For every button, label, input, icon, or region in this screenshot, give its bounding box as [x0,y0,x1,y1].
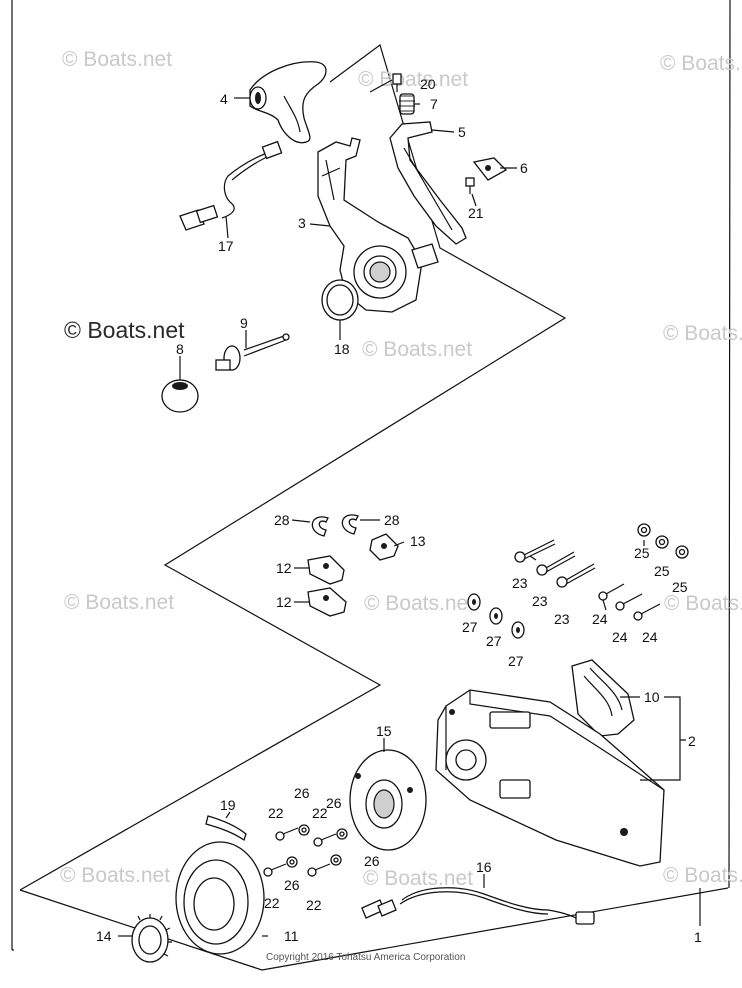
watermark-8: © Boats.net [364,592,474,615]
callout-28b: 28 [384,512,400,528]
callout-20: 20 [420,76,436,92]
callout-3: 3 [298,215,306,231]
part-18-o-ring [321,279,359,321]
callout-2: 2 [688,733,696,749]
callout-26c: 26 [364,853,380,869]
part-9-shaft [215,333,290,371]
part-11-cover [175,841,265,955]
watermark-5: © Boats.net [362,338,472,361]
watermark-3: © Boats.net [660,52,742,75]
callout-9: 9 [240,315,248,331]
callout-26d: 26 [284,877,300,893]
callout-1: 1 [694,929,702,945]
callout-7: 7 [430,96,438,112]
part-12-brackets [307,555,347,617]
callout-24c: 24 [642,629,658,645]
part-19-pad [205,815,247,842]
leader-lines [118,79,701,937]
part-22-screws [263,827,337,877]
part-15-plate [349,749,427,851]
callout-27c: 27 [508,653,524,669]
part-25-nuts [637,523,689,559]
part-7-spring [399,93,415,115]
callout-13: 13 [410,533,426,549]
callout-12b: 12 [276,594,292,610]
callout-16: 16 [476,859,492,875]
part-16-cable [361,887,595,925]
callout-27a: 27 [462,619,478,635]
callout-10: 10 [644,689,660,705]
callout-21: 21 [468,205,484,221]
part-28-clips [311,514,359,537]
callout-26a: 26 [294,785,310,801]
callout-24a: 24 [592,611,608,627]
part-4-handle-grip [249,61,327,144]
part-2-control-box [435,689,665,867]
callout-18: 18 [334,341,350,357]
callout-25a: 25 [634,545,650,561]
part-5-lever [389,121,467,245]
part-8-knob [161,379,199,413]
callout-14: 14 [96,928,112,944]
part-23-long-screws [514,539,596,588]
callout-5: 5 [458,124,466,140]
watermark-12: © Boats.net [663,864,742,887]
callout-22d: 22 [306,897,322,913]
callout-19: 19 [220,797,236,813]
callout-22b: 22 [312,805,328,821]
callout-8: 8 [176,341,184,357]
callout-4: 4 [220,91,228,107]
callout-23b: 23 [532,593,548,609]
callout-6: 6 [520,160,528,176]
callout-26b: 26 [326,795,342,811]
part-21-screw [465,177,475,194]
watermark-1: © Boats.net [62,48,172,71]
callout-24b: 24 [612,629,628,645]
callout-22a: 22 [268,805,284,821]
part-20-screw [392,73,402,92]
callout-23c: 23 [554,611,570,627]
watermark-10: © Boats.net [60,864,170,887]
watermark-4: © Boats.net [64,317,185,343]
part-13-cap [369,533,399,561]
callout-15: 15 [376,723,392,739]
watermark-11: © Boats.net [363,867,473,890]
frame-border [11,0,731,951]
copyright-text: Copyright 2016 Tohatsu America Corporati… [266,952,465,963]
callout-11: 11 [284,928,299,944]
part-6-clip [472,157,508,181]
watermark-2: © Boats.net [358,68,468,91]
part-24-short-screws [598,583,661,621]
part-17-wire-harness [179,140,283,231]
callout-17: 17 [218,238,234,254]
callout-numbers: 4 20 7 5 6 21 3 17 18 9 8 28 28 13 12 12… [96,76,702,945]
callout-22c: 22 [264,895,280,911]
callout-28a: 28 [274,512,290,528]
callout-25b: 25 [654,563,670,579]
watermark-6: © Boats.net [663,322,742,345]
callout-27b: 27 [486,633,502,649]
callout-25c: 25 [672,579,688,595]
callout-12a: 12 [276,560,292,576]
watermarks: © Boats.net © Boats.net © Boats.net © Bo… [60,48,742,890]
part-27-washers [467,593,525,639]
part-3-arm [317,137,439,313]
callout-23a: 23 [512,575,528,591]
part-14-gear-ring [131,914,172,963]
part-26-nuts [286,824,348,868]
watermark-7: © Boats.net [64,591,174,614]
watermark-9: © Boats.net [664,592,742,615]
part-10-gasket [571,659,635,737]
